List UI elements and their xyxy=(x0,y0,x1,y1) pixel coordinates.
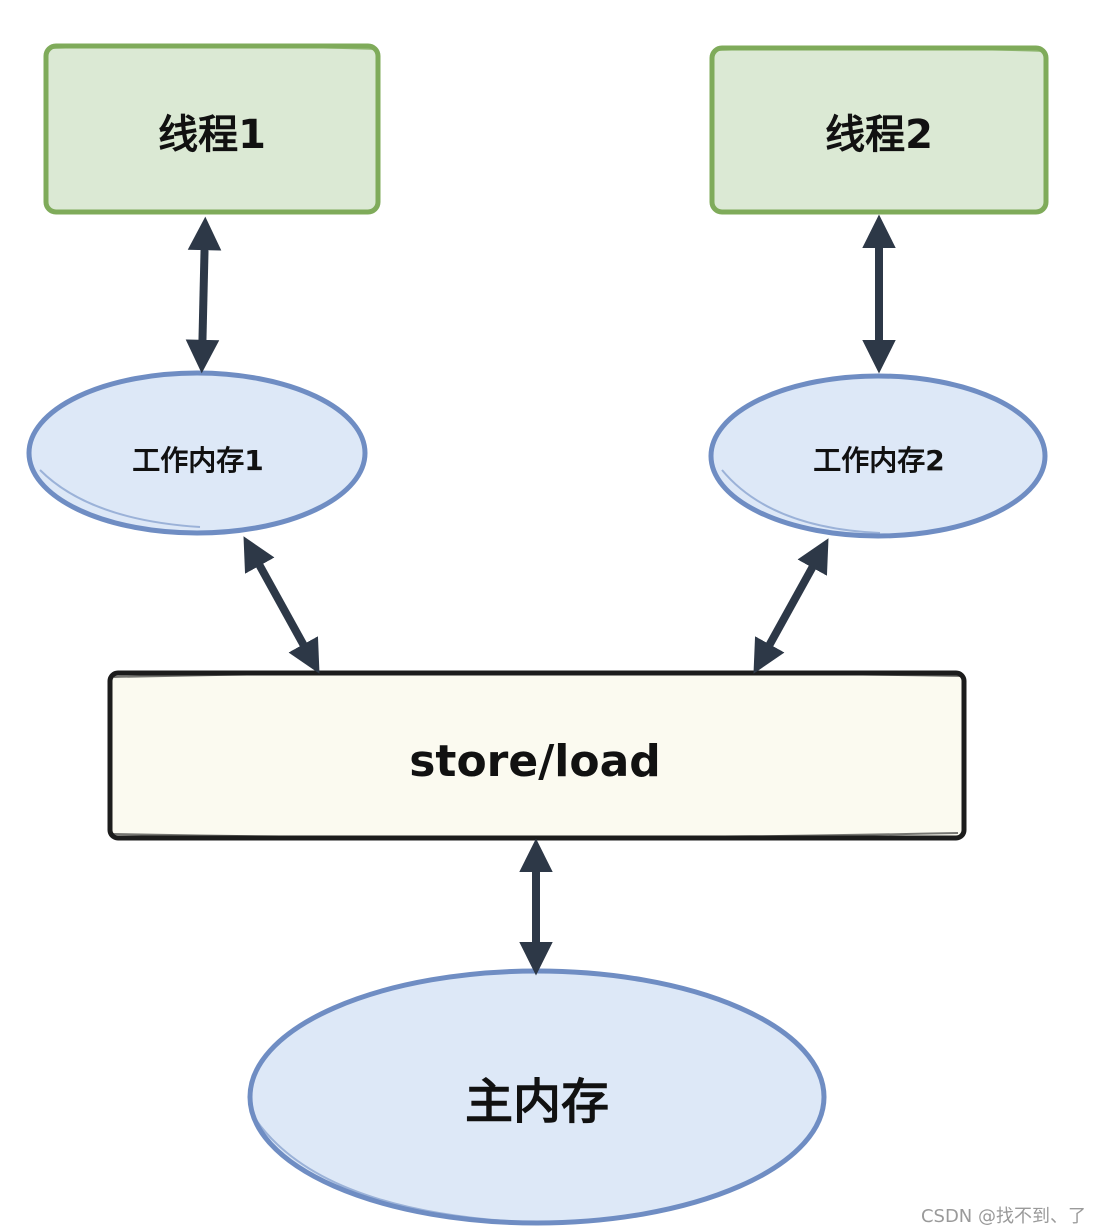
thread-2-node: 线程2 xyxy=(709,45,1049,215)
working-memory-2-label: 工作内存2 xyxy=(813,444,944,477)
thread-1-label: 线程1 xyxy=(158,112,266,158)
edges xyxy=(185,214,896,976)
edge-working-memory1-store-load xyxy=(243,536,320,674)
store-load-label: store/load xyxy=(409,736,661,787)
working-memory-1-label: 工作内存1 xyxy=(132,444,263,477)
main-memory-label: 主内存 xyxy=(465,1074,609,1130)
main-memory-node: 主内存 xyxy=(247,968,827,1226)
edge-working-memory2-store-load xyxy=(753,538,829,674)
watermark-text: CSDN @找不到、了 xyxy=(921,1206,1086,1227)
working-memory-2-node: 工作内存2 xyxy=(708,373,1048,539)
working-memory-1-node: 工作内存1 xyxy=(26,370,368,536)
store-load-node: store/load xyxy=(107,670,967,841)
thread-1-node: 线程1 xyxy=(43,43,381,215)
edge-thread1-working-memory1 xyxy=(185,216,222,374)
thread-2-label: 线程2 xyxy=(825,112,933,158)
